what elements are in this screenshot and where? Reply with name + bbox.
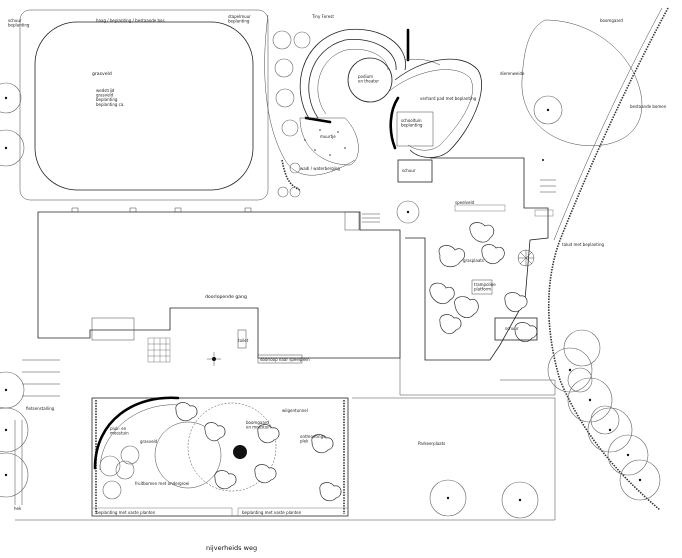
shelter-top-label: schuur — [402, 168, 416, 173]
bike-rack-label: fietsenstalling — [26, 406, 55, 411]
entrance-south-label: hek — [14, 506, 22, 511]
speelveld-label: speelveld — [455, 200, 475, 205]
bottom-corridor-label: doorloop naar speelplein — [260, 357, 310, 362]
tree-icon — [0, 407, 29, 453]
schuur-label: schuur — [505, 326, 519, 331]
right-trees-note: bestaande bomen — [630, 104, 667, 109]
wadi-note: wadi / waterberging — [300, 166, 340, 171]
toilet-label: toilet — [238, 338, 249, 343]
compass-icon — [207, 352, 221, 366]
bottom-strip: beplanting met vaste planten — [96, 510, 156, 515]
south-field: Parkeerplaats — [352, 358, 556, 520]
south-field-label: Parkeerplaats — [418, 441, 445, 446]
right-box-note: ontmoetings-plek — [300, 434, 327, 444]
tree-icon — [533, 95, 563, 125]
grass-plot-label: grasplaats — [463, 258, 484, 263]
sports-lawn-title: grasveld — [92, 71, 112, 77]
street-name: nijverheids weg — [206, 544, 257, 552]
main-building: doorlopende gang toilet doorloop naar sp… — [37, 207, 401, 366]
grass-note: grasveld — [140, 439, 158, 444]
tree-icon — [0, 452, 29, 498]
tree-icon — [0, 371, 25, 409]
left-edge-trees — [0, 82, 29, 498]
tree-icon — [396, 200, 420, 224]
right-tree-row — [547, 329, 661, 501]
bottom-left-note: fruitbomen met ondergroei — [135, 481, 189, 486]
top-right-label: dierenweide — [500, 71, 525, 76]
tree-icon — [0, 82, 22, 114]
tunnel-note: wilgentunnel — [282, 408, 308, 413]
building-label: doorlopende gang — [205, 294, 247, 300]
wall-label: muurtje — [320, 134, 336, 139]
right-slope-note: talud met beplanting — [562, 242, 605, 247]
tree-icon — [0, 129, 25, 167]
tiny-forest-label: Tiny Forest — [311, 14, 334, 19]
right-path-note: verhard pad met beplanting — [420, 96, 477, 101]
top-hedge-note: haag / beplanting / bestaande bos — [96, 18, 165, 23]
bottom-strip-2: beplanting met vaste planten — [242, 510, 302, 515]
tree-icon — [501, 481, 539, 519]
tree-icon — [429, 479, 467, 517]
boomgaard-note: boomgaard — [600, 18, 623, 23]
top-right-area: dierenweide bestaande bomen boomgaard — [500, 7, 669, 511]
